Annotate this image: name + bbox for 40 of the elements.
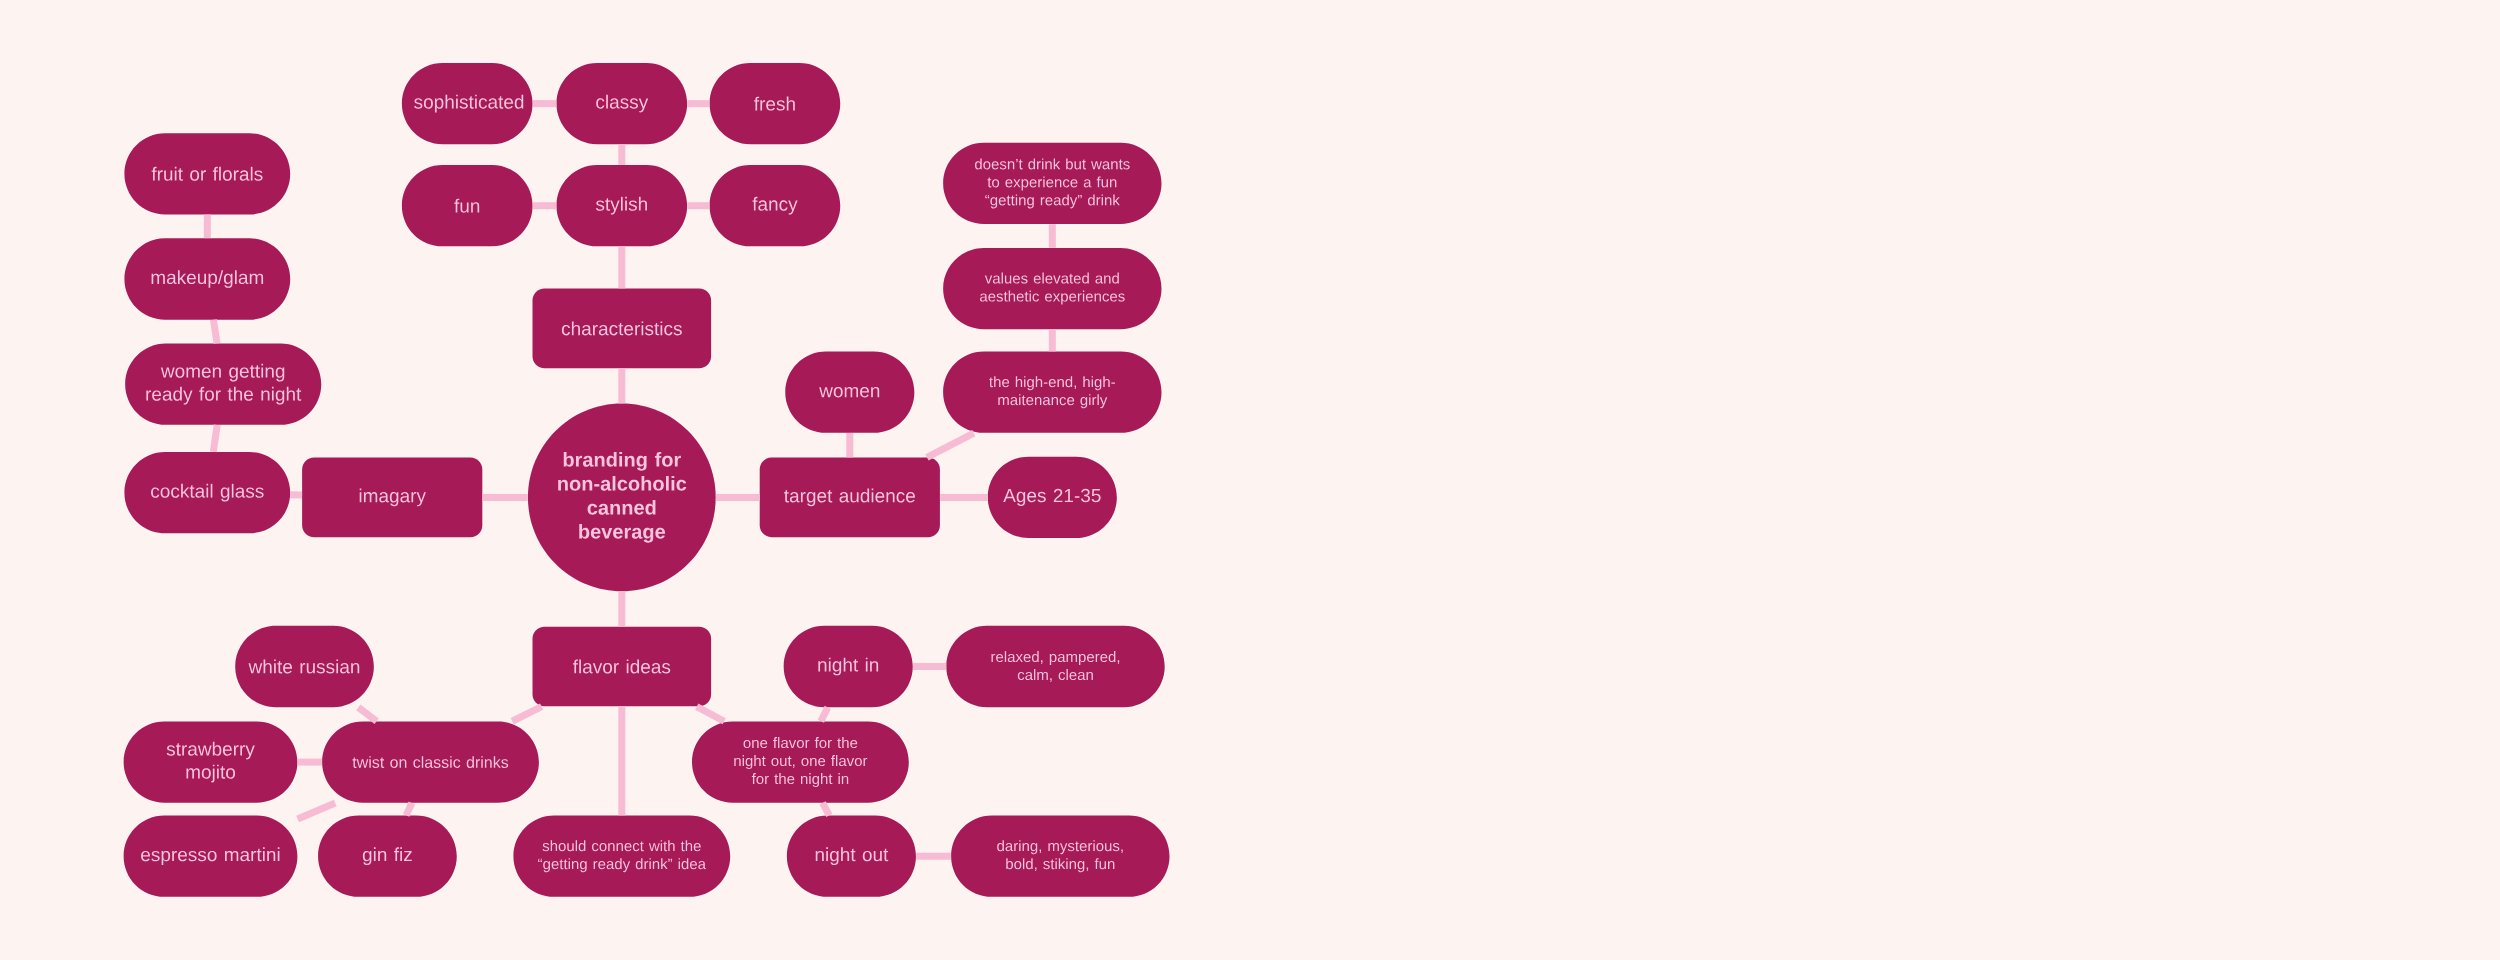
category-box: flavor ideas: [532, 626, 712, 707]
connector-line: [912, 663, 947, 670]
connector-line: [532, 202, 557, 210]
idea-pill: makeup/glam: [124, 238, 291, 320]
connector-line: [296, 799, 337, 823]
connector-line: [817, 705, 831, 723]
idea-pill: stylish: [556, 165, 688, 247]
connector-line: [356, 704, 379, 725]
category-box: target audience: [759, 457, 940, 538]
idea-pill: fruit or florals: [124, 133, 291, 215]
connector-line: [1048, 329, 1056, 352]
connector-line: [618, 246, 626, 289]
connector-line: [532, 100, 557, 108]
idea-pill: twist on classic drinks: [322, 721, 539, 803]
connector-line: [618, 706, 626, 816]
idea-pill: classy: [556, 62, 688, 145]
idea-pill: one flavor for the night out, one flavor for the night in: [692, 721, 909, 803]
connector-line: [819, 801, 833, 818]
connector-line: [618, 368, 626, 404]
idea-pill: fresh: [709, 62, 841, 145]
category-box: imagary: [302, 457, 483, 538]
idea-pill: women: [785, 351, 915, 433]
connector-line: [925, 429, 976, 461]
idea-pill: night in: [783, 625, 913, 708]
connector-line: [209, 424, 221, 453]
connector-line: [402, 801, 415, 817]
connector-line: [510, 703, 544, 725]
idea-pill: fun: [401, 165, 533, 247]
idea-pill: cocktail glass: [124, 452, 291, 534]
idea-pill: Ages 21-35: [987, 456, 1117, 539]
connector-line: [210, 319, 221, 344]
connector-line: [715, 493, 760, 501]
idea-pill: white russian: [235, 625, 374, 708]
idea-pill: sophisticated: [401, 62, 533, 145]
idea-pill: fancy: [709, 165, 841, 247]
idea-pill: night out: [786, 815, 916, 897]
connector-line: [695, 703, 726, 725]
connector-line: [203, 214, 211, 239]
category-box: characteristics: [532, 288, 712, 369]
idea-pill: gin fiz: [318, 815, 457, 897]
